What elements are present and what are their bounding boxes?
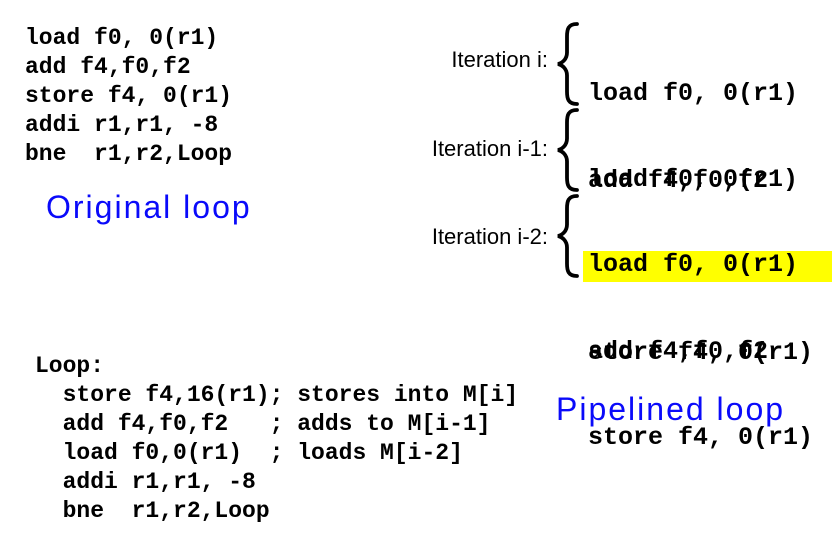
code-line: add f4,f0,f2: [588, 336, 769, 366]
iteration-i-1-label: Iteration i-1:: [431, 136, 548, 161]
pipelined-loop-code: Loop: store f4,16(r1); stores into M[i] …: [35, 352, 518, 526]
original-loop-label: Original loop: [46, 189, 252, 225]
code-line: Loop:: [35, 353, 105, 379]
left-brace-icon: [557, 22, 579, 106]
iteration-i-2-code: load f0, 0(r1) add f4,f0,f2 store f4, 0(…: [583, 193, 832, 511]
code-line: load f0, 0(r1): [25, 25, 219, 51]
original-loop-code: load f0, 0(r1) add f4,f0,f2 store f4, 0(r1…: [25, 24, 232, 169]
pipelined-loop-label: Pipelined loop: [556, 391, 786, 427]
code-line: load f0, 0(r1): [588, 79, 799, 108]
code-line: addi r1,r1, -8: [25, 112, 219, 138]
code-line: store f4,16(r1); stores into M[i]: [35, 382, 519, 408]
iteration-i-label: Iteration i:: [451, 47, 548, 72]
code-line: add f4,f0,f2: [25, 54, 191, 80]
code-line: add f4,f0,f2: [588, 165, 769, 195]
left-brace-icon: [557, 108, 579, 192]
code-line: load f0, 0(r1): [583, 250, 832, 280]
left-brace-icon: [557, 194, 579, 278]
code-line: addi r1,r1, -8: [35, 469, 256, 495]
code-line: store f4, 0(r1): [588, 423, 814, 452]
code-line: add f4,f0,f2 ; adds to M[i-1]: [35, 411, 491, 437]
code-line: store f4, 0(r1): [25, 83, 233, 109]
iteration-i-2-label: Iteration i-2:: [431, 224, 548, 249]
code-line: load f0,0(r1) ; loads M[i-2]: [35, 440, 463, 466]
code-line: bne r1,r2,Loop: [25, 141, 233, 167]
code-line: store f4, 0(r1): [588, 337, 814, 367]
code-line: load f0, 0(r1): [588, 164, 799, 194]
code-line: bne r1,r2,Loop: [35, 498, 270, 524]
